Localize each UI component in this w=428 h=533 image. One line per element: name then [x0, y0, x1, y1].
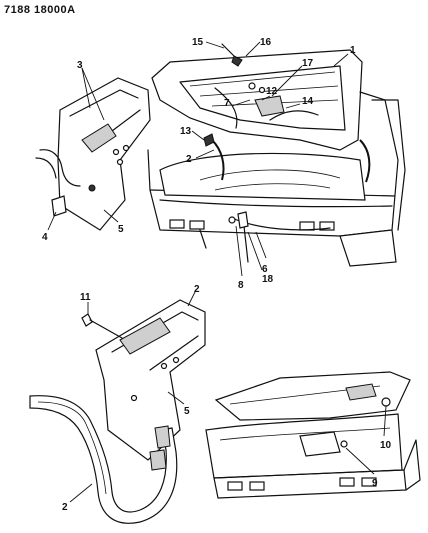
callout-14: 14: [302, 96, 314, 107]
callout-9: 9: [372, 478, 378, 489]
callout-13: 13: [180, 126, 192, 137]
callout-labels: 1 2 2 2 3 4 5 5 6 7 8 9 10 11 12 13 14 1…: [42, 37, 392, 513]
callout-18: 18: [262, 274, 274, 285]
callout-15: 15: [192, 37, 204, 48]
callout-2-strap: 2: [62, 502, 68, 513]
closed-trunk-view: [205, 371, 421, 499]
callout-3: 3: [77, 60, 83, 71]
callout-12: 12: [266, 86, 278, 97]
callout-2-hinge: 2: [194, 284, 200, 295]
callout-10: 10: [380, 440, 392, 451]
trunk-lid: [151, 49, 363, 151]
callout-17: 17: [302, 58, 314, 69]
document-code: 7188 18000A: [4, 4, 76, 16]
callout-8: 8: [238, 280, 244, 291]
hinge-strap-detail: [29, 299, 206, 524]
car-body-rear: [147, 91, 406, 267]
callout-4: 4: [42, 232, 48, 243]
callout-6: 6: [262, 264, 268, 275]
trunk-lid-assembly-view: [147, 49, 406, 267]
callout-7: 7: [224, 98, 230, 109]
fasteners: [203, 43, 266, 229]
callout-11: 11: [80, 292, 91, 303]
hinge-bracket-detail: [35, 77, 151, 231]
callout-1: 1: [350, 45, 356, 56]
callout-5-hinge: 5: [184, 406, 190, 417]
callout-5-bracket: 5: [118, 224, 124, 235]
callout-2-lid: 2: [186, 154, 192, 165]
callout-16: 16: [260, 37, 272, 48]
leader-lines: [47, 41, 387, 503]
